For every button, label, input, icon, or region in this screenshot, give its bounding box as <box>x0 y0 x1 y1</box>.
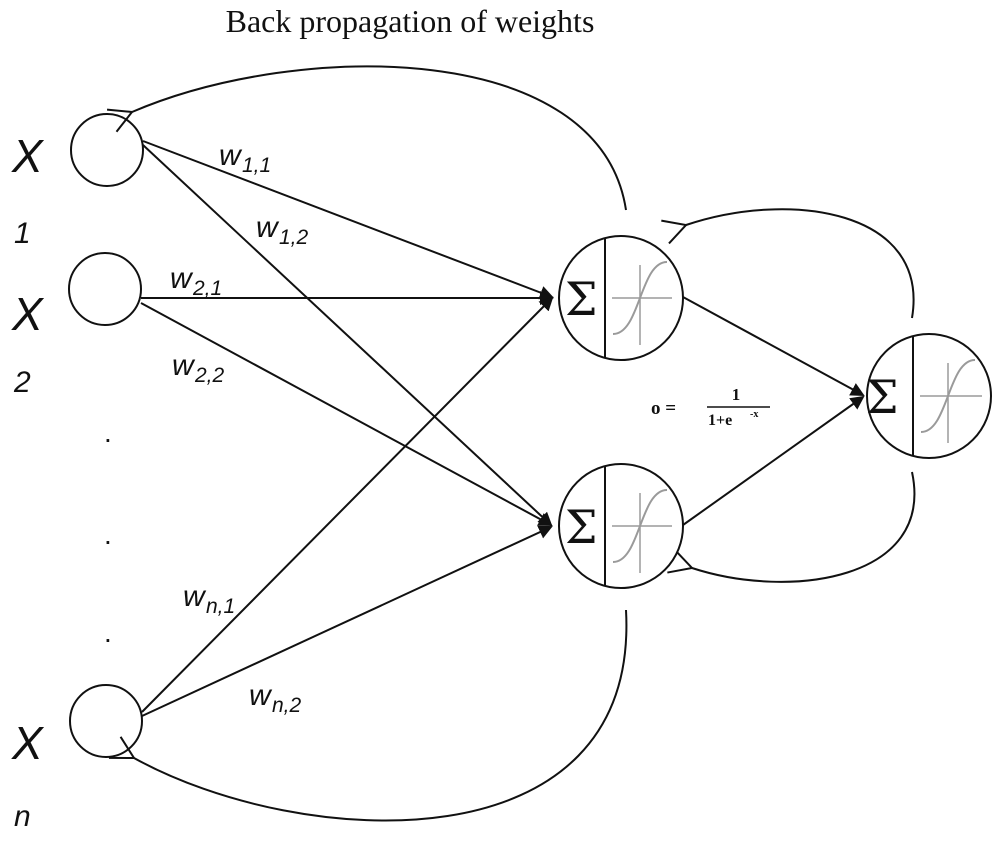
svg-text:1,2: 1,2 <box>279 226 309 249</box>
hidden-neuron-2: Σ <box>558 463 684 589</box>
input-index-1: 1 <box>14 217 31 250</box>
input-label-xn: X <box>11 717 45 769</box>
formula-exponent: -x <box>750 409 758 420</box>
svg-text:w: w <box>219 139 243 172</box>
diagram-title: Back propagation of weights <box>226 3 595 39</box>
edge-xn-h2 <box>141 525 553 717</box>
backprop-arc-right-bottom <box>692 471 916 583</box>
edge-x2-h2 <box>140 302 553 526</box>
svg-text:w: w <box>249 679 273 712</box>
hidden-neuron-1: Σ <box>558 235 684 361</box>
edge-x1-h1 <box>142 140 554 300</box>
sigmoid-curve-icon <box>612 489 672 573</box>
svg-text:1,1: 1,1 <box>242 154 271 177</box>
svg-text:w: w <box>256 211 280 244</box>
ellipsis-dot-1: . <box>104 417 112 448</box>
sigmoid-curve-icon <box>920 359 982 443</box>
backprop-arc-top <box>132 65 627 211</box>
svg-text:w: w <box>183 580 207 613</box>
ellipsis-dot-3: . <box>104 617 112 648</box>
svg-text:n,1: n,1 <box>206 595 235 618</box>
weight-label-2-2: w 2,2 <box>172 349 225 387</box>
input-node-x1 <box>70 113 144 187</box>
svg-text:n,2: n,2 <box>272 694 302 717</box>
edge-xn-h1 <box>141 296 554 713</box>
output-neuron: Σ <box>866 333 992 459</box>
formula-lhs: o = <box>651 398 676 419</box>
input-label-x1: X <box>11 130 45 182</box>
sigma-icon: Σ <box>565 272 598 326</box>
input-index-2: 2 <box>13 366 31 399</box>
svg-text:2,2: 2,2 <box>194 364 225 387</box>
weight-label-n-1: w n,1 <box>183 580 235 618</box>
weight-label-n-2: w n,2 <box>249 679 302 717</box>
edge-h1-out <box>682 296 865 396</box>
ellipsis-dot-2: . <box>104 519 112 550</box>
formula-numerator: 1 <box>732 385 741 404</box>
input-node-xn <box>69 684 143 758</box>
edge-x1-h2 <box>142 144 553 527</box>
sigmoid-curve-icon <box>612 261 672 345</box>
input-index-n: n <box>14 800 31 833</box>
weight-label-2-1: w 2,1 <box>170 262 222 300</box>
edge-h2-out <box>682 395 865 526</box>
formula-denominator: 1+e <box>708 412 732 429</box>
weight-label-1-2: w 1,2 <box>256 211 309 249</box>
svg-text:w: w <box>172 349 196 382</box>
sigma-icon: Σ <box>565 500 598 554</box>
backprop-arc-right-top <box>686 208 915 319</box>
svg-text:w: w <box>170 262 194 295</box>
input-node-x2 <box>68 252 142 326</box>
input-label-x2: X <box>11 288 45 340</box>
sigma-icon: Σ <box>866 370 899 424</box>
backprop-arc-bottom <box>134 609 628 822</box>
svg-text:2,1: 2,1 <box>192 277 222 300</box>
activation-formula: o = 1 1+e -x <box>651 385 770 429</box>
weight-label-1-1: w 1,1 <box>219 139 271 177</box>
